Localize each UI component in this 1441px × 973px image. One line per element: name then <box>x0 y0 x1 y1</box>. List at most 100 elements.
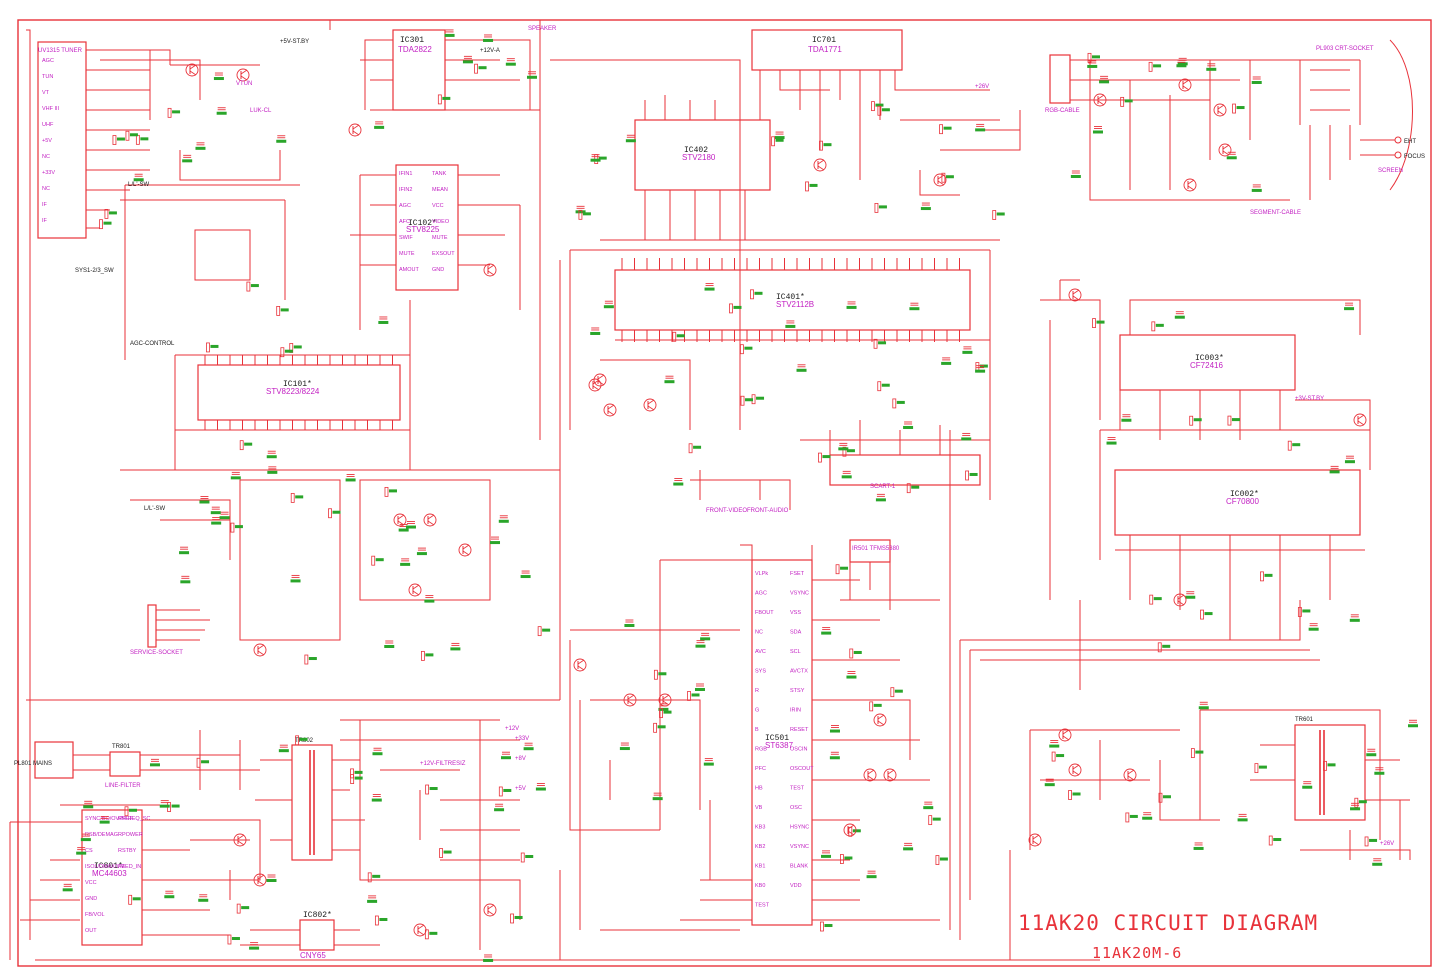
transistor-emitter <box>1127 775 1135 781</box>
ic102-pin-label: IFIN2 <box>399 187 412 193</box>
ic802-name: IC802* <box>303 911 332 920</box>
resistor-symbol <box>941 172 946 183</box>
component-value-tag <box>1366 753 1377 757</box>
component-value-tag <box>744 346 753 350</box>
ic102-block: IC102* STV8225 IFIN1IFIN2AGCAFCSWIFMUTEA… <box>350 164 521 330</box>
line-filter-label: LINE-FILTER <box>105 783 141 789</box>
transistor-collector <box>397 514 405 520</box>
ic501-pin-label: VB <box>755 805 763 811</box>
resistor-symbol <box>112 135 117 145</box>
ic102-pin-label: SWIF <box>399 235 413 241</box>
resistor-symbol <box>1287 440 1292 451</box>
ic101-name: IC101* <box>283 380 312 389</box>
component-value-tag <box>1153 597 1162 601</box>
resistor-symbol <box>869 701 874 712</box>
resistor-symbol <box>877 105 882 116</box>
transistor-emitter <box>352 130 360 136</box>
component-value-tag <box>1292 443 1301 447</box>
component-value-tag <box>210 511 221 515</box>
ir-receiver-label: IR501 TFMS5380 <box>852 546 900 552</box>
component-value-tag <box>443 850 452 854</box>
transistor-collector <box>577 659 585 665</box>
ic102-pin-label: VCC <box>432 203 444 209</box>
component-value-tag <box>520 575 531 579</box>
resistor-symbol <box>835 564 840 575</box>
ic801-pin-label: RSB/DEMAG <box>85 832 118 838</box>
transistor-collector <box>487 264 495 270</box>
ic301-part: TDA2822 <box>398 45 432 54</box>
net-8v: +8V <box>515 756 526 762</box>
component-value-tag <box>416 552 427 556</box>
component-value-tag <box>1358 800 1367 804</box>
ic802-part: CNY65 <box>300 951 326 960</box>
component-value-tag <box>213 77 224 81</box>
component-value-tag <box>234 525 243 529</box>
ic501-pin-label: SCL <box>790 649 801 655</box>
resistor-symbol <box>439 848 443 858</box>
component-value-tag <box>903 425 914 429</box>
transistor-symbol <box>1173 593 1187 607</box>
component-value-tag <box>462 60 473 64</box>
component-value-tag <box>703 762 714 766</box>
component-value-tag <box>429 931 438 935</box>
tuner-pin-label: AGC <box>42 58 54 64</box>
component-value-tag <box>1206 67 1217 71</box>
segment-cable-label: SEGMENT-CABLE <box>1250 210 1301 216</box>
ic102-pin-label: TANK <box>432 171 447 177</box>
transistor-symbol <box>883 768 897 782</box>
component-value-tag <box>1327 763 1336 767</box>
component-value-tag <box>941 361 952 365</box>
scart-block: SCART-1 FRONT-VIDEOFRONT-AUDIO <box>690 420 991 514</box>
component-value-tag <box>1302 609 1311 613</box>
component-value-tag <box>969 472 978 476</box>
net-ll-sw-2: L/L'-SW <box>144 506 165 512</box>
component-value-tag <box>244 442 253 446</box>
resistor-symbol <box>653 669 658 680</box>
transistor-collector <box>257 874 265 880</box>
component-value-tag <box>673 482 684 486</box>
component-value-tag <box>1264 573 1273 577</box>
component-value-tag <box>1072 792 1081 796</box>
ic501-pin-label: KB2 <box>755 844 765 850</box>
resistor-symbol <box>1092 318 1096 329</box>
resistor-symbol <box>1232 103 1236 114</box>
tuner-pin-label: IF <box>42 202 48 208</box>
component-value-tag <box>367 899 378 903</box>
resistor-symbol <box>653 722 658 733</box>
component-value-tag <box>846 449 855 453</box>
transistor-emitter <box>257 650 265 656</box>
component-value-tag <box>658 707 669 711</box>
component-value-tag <box>756 396 765 400</box>
component-value-tag <box>1193 846 1204 850</box>
ic501-pin-label: OSCIN <box>790 747 807 753</box>
ic801-block: IC801* MC44603 SYNC/BO/OVP/FREQ_SCRSB/DE… <box>9 804 230 960</box>
ic401-block: IC401* STV2112B <box>569 239 1000 440</box>
ic501-block: IC501 ST6387 VLPkAGCFBOUTNCAVCSYSRGBRGBP… <box>659 544 940 926</box>
transistor-emitter <box>1072 295 1080 301</box>
mains-switch: PL801 MAINS <box>14 730 260 790</box>
transistor-collector <box>352 124 360 130</box>
component-value-tag <box>962 350 973 354</box>
transistor-collector <box>627 694 635 700</box>
component-value-tag <box>903 847 914 851</box>
ic501-pin-label: KB3 <box>755 825 765 831</box>
transistor-symbol <box>1028 833 1042 847</box>
transistor-emitter <box>937 180 945 186</box>
ic501-pin-label: SYS <box>755 669 766 675</box>
resistor-symbol <box>520 852 525 863</box>
component-value-tag <box>1344 460 1355 464</box>
transistor-emitter <box>412 590 420 596</box>
transistor-emitter <box>847 830 855 836</box>
scart-label: SCART-1 <box>870 484 896 490</box>
tuner-pin-label: VT <box>42 90 50 96</box>
resistor-symbol <box>350 768 354 779</box>
component-value-tag <box>1162 644 1171 648</box>
transistor-symbol <box>483 903 497 917</box>
component-value-tag <box>1153 64 1162 68</box>
component-value-tag <box>590 158 601 162</box>
ic003-part: CF72416 <box>1190 361 1223 370</box>
ic501-pin-label: RESET <box>790 727 809 733</box>
net-luk-cl: LUK-CL <box>250 108 272 114</box>
resistor-symbol <box>328 508 332 519</box>
